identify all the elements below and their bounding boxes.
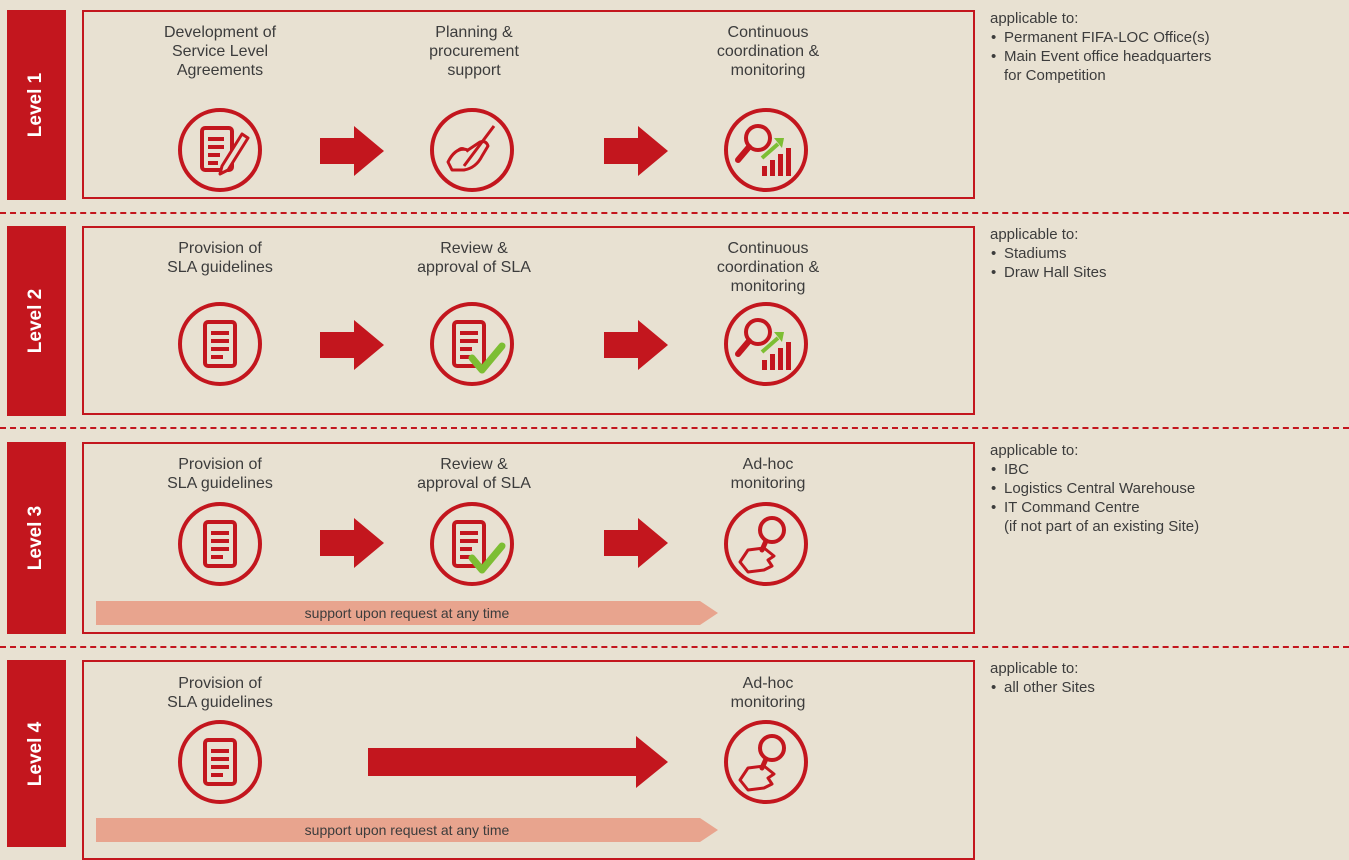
level-4-step-1-label: Provision of SLA guidelines [167, 675, 273, 711]
level-1-applicable: applicable to: Permanent FIFA-LOC Office… [990, 9, 1211, 85]
section-divider [0, 427, 1349, 429]
level-4-support-bar: support upon request at any time [96, 818, 718, 842]
level-3-applicable-item: IT Command Centre (if not part of an exi… [990, 498, 1199, 536]
level-3-step-1-label: Provision of SLA guidelines [167, 456, 273, 492]
level-1-tab-label: Level 1 [25, 72, 47, 138]
level-1-applicable-item: Permanent FIFA-LOC Office(s) [990, 28, 1211, 47]
level-3-step-3-label: Ad-hoc monitoring [730, 456, 806, 492]
hand-magnifier-icon [724, 720, 808, 804]
section-divider [0, 212, 1349, 214]
level-2-process-box [82, 226, 975, 415]
level-2-applicable-title: applicable to: [990, 226, 1079, 243]
level-1-arrow-1 [320, 126, 384, 176]
section-divider [0, 646, 1349, 648]
level-1-step-1-label: Development of Service Level Agreements [163, 24, 277, 79]
level-2-step-3-label: Continuous coordination & monitoring [716, 240, 820, 295]
level-3-applicable-item: IBC [990, 460, 1199, 479]
document-icon [178, 502, 262, 586]
level-2-applicable-item: Draw Hall Sites [990, 263, 1107, 282]
level-4-applicable-title: applicable to: [990, 660, 1079, 677]
document-check-icon [430, 302, 514, 386]
magnifier-chart-icon [724, 302, 808, 386]
level-3-support-bar: support upon request at any time [96, 601, 718, 625]
hand-magnifier-icon [724, 502, 808, 586]
level-3-applicable: applicable to: IBC Logistics Central War… [990, 441, 1199, 536]
level-1-step-3-label: Continuous coordination & monitoring [716, 24, 820, 79]
document-icon [178, 302, 262, 386]
level-2-applicable: applicable to: Stadiums Draw Hall Sites [990, 225, 1107, 282]
level-2-tab-label: Level 2 [25, 288, 47, 354]
level-2-tab: Level 2 [7, 226, 66, 416]
level-2-step-1-label: Provision of SLA guidelines [167, 240, 273, 276]
level-1-tab: Level 1 [7, 10, 66, 200]
level-3-support-text: support upon request at any time [304, 605, 510, 621]
level-2-arrow-2 [604, 320, 668, 370]
document-icon [178, 720, 262, 804]
level-1-applicable-title: applicable to: [990, 10, 1079, 27]
level-4-applicable: applicable to: all other Sites [990, 659, 1095, 697]
level-3-arrow-2 [604, 518, 668, 568]
level-4-tab-label: Level 4 [25, 721, 47, 786]
level-4-support-text: support upon request at any time [304, 822, 510, 838]
level-3-tab-label: Level 3 [25, 505, 47, 571]
level-4-long-arrow [368, 736, 668, 788]
level-4-step-2-label: Ad-hoc monitoring [730, 675, 806, 711]
level-1-process-box [82, 10, 975, 199]
level-3-process-box [82, 442, 975, 634]
level-2-arrow-1 [320, 320, 384, 370]
level-3-step-2-label: Review & approval of SLA [417, 456, 531, 492]
level-3-applicable-item: Logistics Central Warehouse [990, 479, 1199, 498]
magnifier-chart-icon [724, 108, 808, 192]
level-1-step-2-label: Planning & procurement support [429, 24, 519, 79]
hand-signing-icon [430, 108, 514, 192]
document-check-icon [430, 502, 514, 586]
level-1-arrow-2 [604, 126, 668, 176]
level-3-applicable-title: applicable to: [990, 442, 1079, 459]
level-4-applicable-item: all other Sites [990, 678, 1095, 697]
level-2-applicable-item: Stadiums [990, 244, 1107, 263]
document-pen-icon [178, 108, 262, 192]
level-2-step-2-label: Review & approval of SLA [417, 240, 531, 276]
level-1-applicable-item: Main Event office headquarters for Compe… [990, 47, 1211, 85]
level-3-arrow-1 [320, 518, 384, 568]
level-3-tab: Level 3 [7, 442, 66, 634]
level-4-tab: Level 4 [7, 660, 66, 847]
